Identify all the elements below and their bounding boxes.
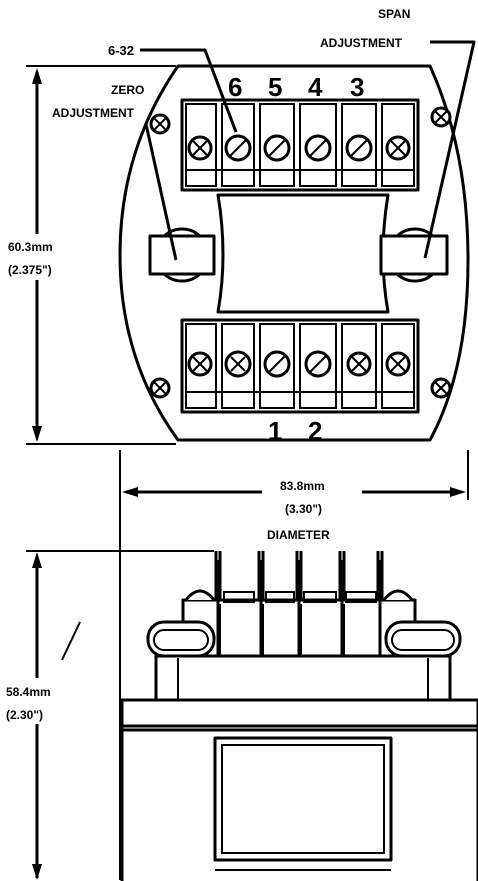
terminal-block-bottom <box>180 318 420 414</box>
side-cover <box>154 654 452 702</box>
mounting-screw-top-right <box>430 106 452 128</box>
side-view-height-imperial: (2.30") <box>6 708 43 722</box>
mounting-screw-bottom-left <box>149 377 171 399</box>
diameter-imperial: (3.30") <box>285 502 322 516</box>
mounting-screw-top-left <box>149 113 171 135</box>
span-adjustment-label-line2: ADJUSTMENT <box>320 36 403 50</box>
terminal-number-5: 5 <box>268 72 282 102</box>
zero-adjustment-label-line2: ADJUSTMENT <box>52 106 135 120</box>
side-zero-pot <box>146 620 216 658</box>
zero-adjustment-leader <box>144 123 178 261</box>
terminal-number-2: 2 <box>308 416 322 446</box>
top-view-height-metric: 60.3mm <box>8 240 53 254</box>
diameter-label: DIAMETER <box>267 528 330 542</box>
span-adjustment-label-line1: SPAN <box>378 7 410 21</box>
side-view: 58.4mm (2.30") <box>4 550 478 881</box>
screw-size-label: 6-32 <box>108 43 134 58</box>
terminal-number-4: 4 <box>308 72 323 102</box>
side-terminal-block <box>181 560 417 660</box>
center-window <box>216 193 390 314</box>
mounting-screw-bottom-right <box>430 377 452 399</box>
side-span-pot <box>384 620 462 658</box>
terminal-screws-top <box>187 134 411 162</box>
top-view-height-imperial: (2.375") <box>8 263 52 277</box>
span-adjustment-pot <box>379 227 449 283</box>
terminal-block-top <box>180 98 420 192</box>
side-body <box>120 730 478 881</box>
side-view-height-metric: 58.4mm <box>6 685 51 699</box>
housing-outline <box>118 64 470 442</box>
terminal-number-1: 1 <box>268 416 282 446</box>
diameter-dimension: 83.8mm (3.30") DIAMETER <box>119 450 469 880</box>
screw-size-leader <box>140 48 238 133</box>
zero-adjustment-label-line1: ZERO <box>111 83 144 97</box>
side-view-height-dimension: 58.4mm (2.30") <box>4 550 214 880</box>
terminal-number-3: 3 <box>350 72 364 102</box>
side-label-window <box>213 736 393 862</box>
terminal-screws-bottom <box>187 350 411 378</box>
diameter-metric: 83.8mm <box>280 479 325 493</box>
top-view: 6 5 4 3 1 2 6-32 ZERO ADJUSTMENT SPAN AD… <box>4 7 476 446</box>
span-adjustment-leader <box>423 40 476 259</box>
zero-adjustment-pot <box>148 227 216 283</box>
terminal-number-6: 6 <box>228 72 242 102</box>
top-view-height-dimension: 60.3mm (2.375") <box>4 65 176 445</box>
side-terminal-posts-front <box>216 560 382 660</box>
